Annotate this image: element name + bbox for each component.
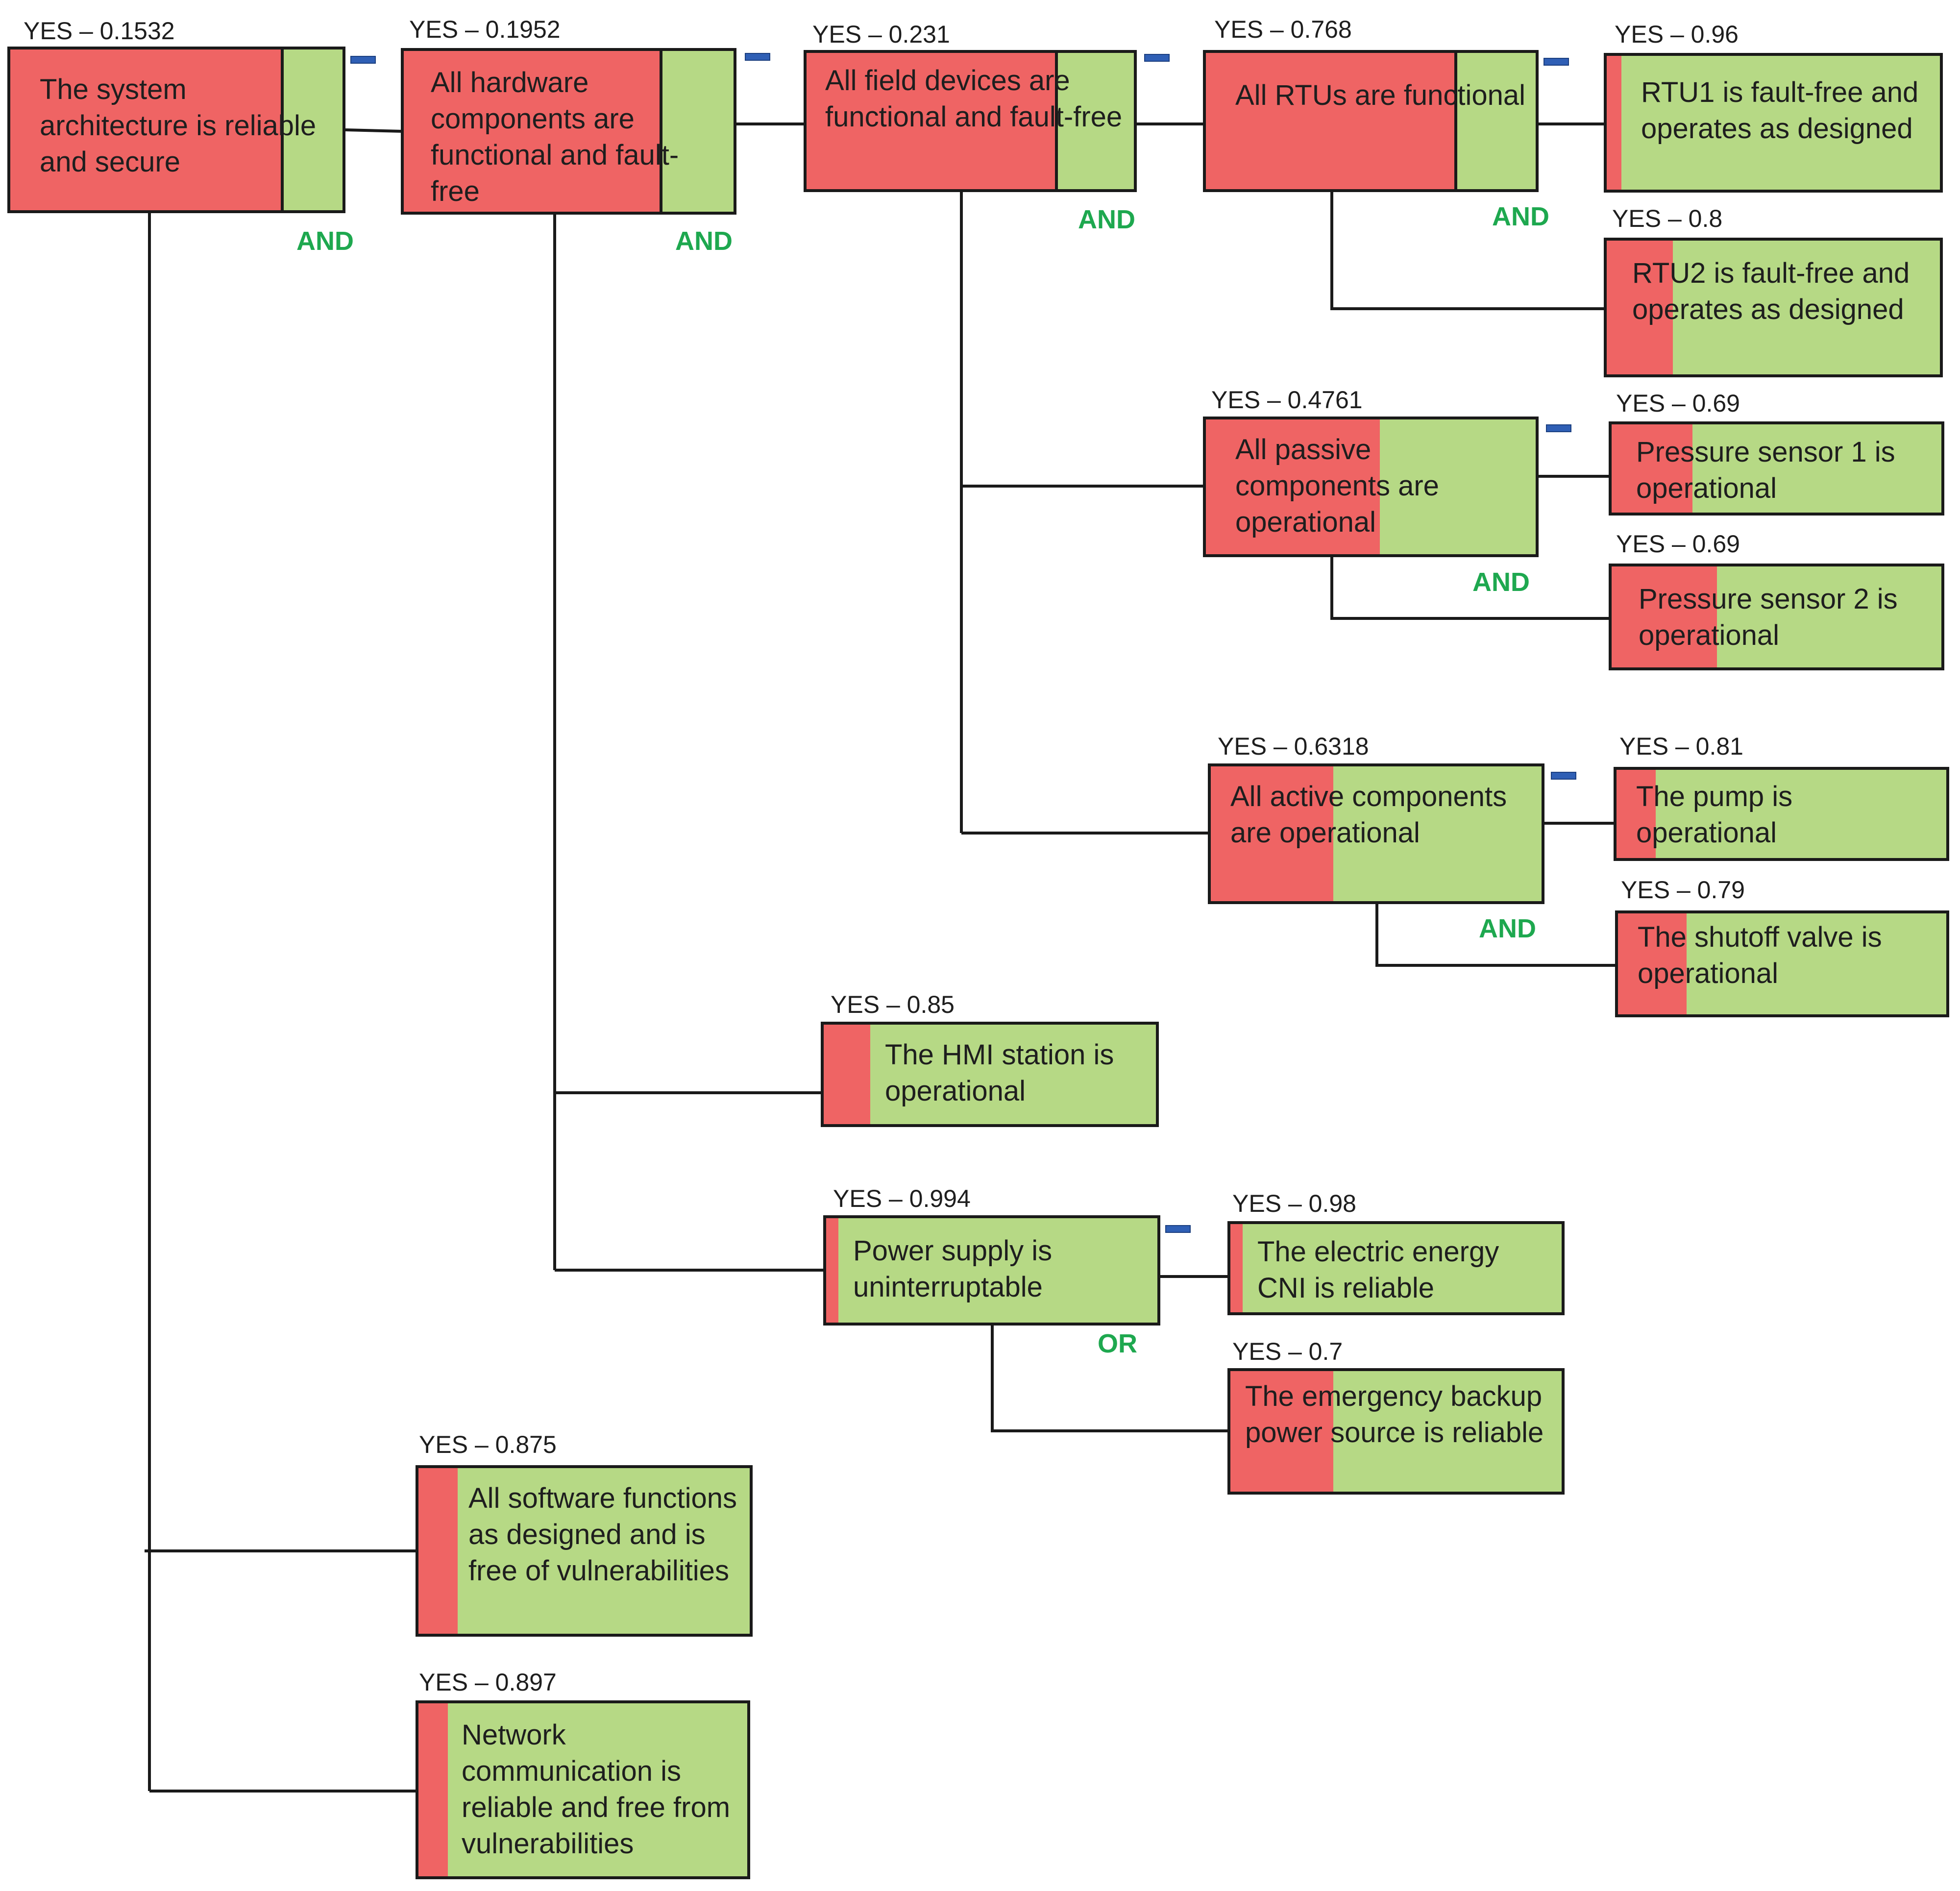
node-field-text: All field devices are functional and fau… [825,65,1123,133]
node-software[interactable]: All software functions as designed and i… [416,1465,753,1637]
node-ps2-probability: YES – 0.69 [1616,530,1740,558]
node-ps2[interactable]: Pressure sensor 2 is operational [1609,564,1944,670]
gate-power: OR [1098,1329,1137,1358]
node-network-text: Network communication is reliable and fr… [462,1719,731,1860]
node-cni[interactable]: The electric energy CNI is reliable [1227,1221,1565,1315]
node-valve[interactable]: The shutoff valve is operational [1615,910,1949,1017]
node-field-yes-share [1055,53,1134,189]
node-ps2-no-share [1612,566,1717,667]
node-rtu2-text: RTU2 is fault-free and operates as desig… [1632,257,1910,325]
node-power-probability: YES – 0.994 [833,1185,971,1212]
connector-passive-ps2 [1330,557,1609,620]
node-rtus[interactable]: All RTUs are functional [1203,50,1539,192]
node-ps1-no-share [1612,424,1692,513]
minus-icon[interactable] [1546,424,1571,432]
node-rtu2-probability: YES – 0.8 [1612,205,1723,232]
node-rtus-text: All RTUs are functional [1235,79,1526,111]
node-cni-no-share [1230,1224,1243,1312]
minus-icon[interactable] [1551,772,1576,780]
node-hardware-probability: YES – 0.1952 [409,16,561,43]
connector-root-hardware [345,128,403,133]
node-cni-probability: YES – 0.98 [1232,1190,1356,1217]
node-hardware-yes-share [660,51,734,212]
node-ps1-probability: YES – 0.69 [1616,390,1740,417]
node-valve-no-share [1618,913,1687,1014]
connector-active-valve [1375,904,1616,967]
node-hmi[interactable]: The HMI station is operational [821,1022,1159,1127]
node-backup-probability: YES – 0.7 [1232,1338,1343,1365]
node-root[interactable]: The system architecture is reliable and … [7,47,345,213]
connector-power-backup [991,1326,1230,1432]
node-pump-no-share [1617,770,1656,858]
node-ps2-text: Pressure sensor 2 is operational [1639,583,1898,651]
minus-icon[interactable] [1544,58,1569,66]
node-backup-no-share [1230,1371,1333,1492]
node-valve-text: The shutoff valve is operational [1638,921,1882,989]
node-backup-text: The emergency backup power source is rel… [1245,1380,1544,1449]
gate-field: AND [1078,205,1135,234]
node-power-no-share [826,1218,838,1323]
gate-passive: AND [1472,567,1530,597]
gate-root: AND [296,226,354,256]
node-ps1[interactable]: Pressure sensor 1 is operational [1609,421,1944,516]
node-pump[interactable]: The pump is operational [1614,767,1949,861]
connector-rtus-rtu2 [1330,192,1605,310]
node-ps1-text: Pressure sensor 1 is operational [1636,436,1895,504]
minus-icon[interactable] [745,53,770,61]
minus-icon[interactable] [1144,54,1170,62]
node-network-probability: YES – 0.897 [419,1669,557,1696]
node-rtu2[interactable]: RTU2 is fault-free and operates as desig… [1604,238,1943,377]
node-field[interactable]: All field devices are functional and fau… [804,50,1137,192]
node-rtu1-probability: YES – 0.96 [1615,21,1739,48]
node-power-text: Power supply is uninterruptable [853,1235,1053,1303]
node-root-text: The system architecture is reliable and … [40,74,317,178]
node-active[interactable]: All active components are operational [1208,763,1544,904]
node-rtus-yes-share [1454,53,1536,189]
minus-icon[interactable] [1165,1225,1191,1233]
gate-hardware: AND [675,226,733,256]
node-rtu1-text: RTU1 is fault-free and operates as desig… [1641,76,1919,145]
node-network[interactable]: Network communication is reliable and fr… [416,1700,750,1879]
node-network-no-share [418,1703,448,1876]
node-pump-text: The pump is operational [1636,781,1793,849]
node-hmi-probability: YES – 0.85 [831,991,955,1018]
node-passive-probability: YES – 0.4761 [1211,386,1363,414]
node-pump-probability: YES – 0.81 [1619,733,1743,760]
node-hardware-no-share [404,51,666,212]
node-field-probability: YES – 0.231 [812,21,950,48]
node-cni-text: The electric energy CNI is reliable [1257,1236,1499,1304]
node-rtu2-no-share [1607,241,1673,374]
node-passive-text: All passive components are operational [1235,434,1439,538]
node-root-probability: YES – 0.1532 [24,17,175,45]
minus-icon[interactable] [350,56,376,64]
node-rtu1[interactable]: RTU1 is fault-free and operates as desig… [1604,53,1943,193]
node-software-text: All software functions as designed and i… [468,1482,737,1587]
node-root-yes-share [281,49,343,210]
gate-active: AND [1479,914,1536,943]
node-software-probability: YES – 0.875 [419,1431,557,1458]
node-rtus-probability: YES – 0.768 [1214,16,1352,43]
gate-rtus: AND [1492,202,1549,231]
node-hmi-text: The HMI station is operational [885,1039,1114,1107]
node-software-no-share [418,1468,458,1634]
node-active-text: All active components are operational [1230,781,1507,849]
node-passive[interactable]: All passive components are operational [1203,417,1539,557]
node-backup[interactable]: The emergency backup power source is rel… [1227,1368,1565,1495]
node-rtu1-no-share [1607,56,1621,190]
node-power[interactable]: Power supply is uninterruptable [823,1215,1160,1326]
node-field-no-share [807,53,1064,189]
node-root-no-share [10,49,287,210]
node-hardware[interactable]: All hardware components are functional a… [401,48,736,215]
node-valve-probability: YES – 0.79 [1621,876,1745,904]
node-rtus-no-share [1206,53,1463,189]
node-hmi-no-share [824,1025,870,1124]
node-active-no-share [1211,766,1333,901]
node-passive-no-share [1206,419,1380,554]
node-active-probability: YES – 0.6318 [1218,733,1369,760]
node-hardware-text: All hardware components are functional a… [431,67,679,207]
